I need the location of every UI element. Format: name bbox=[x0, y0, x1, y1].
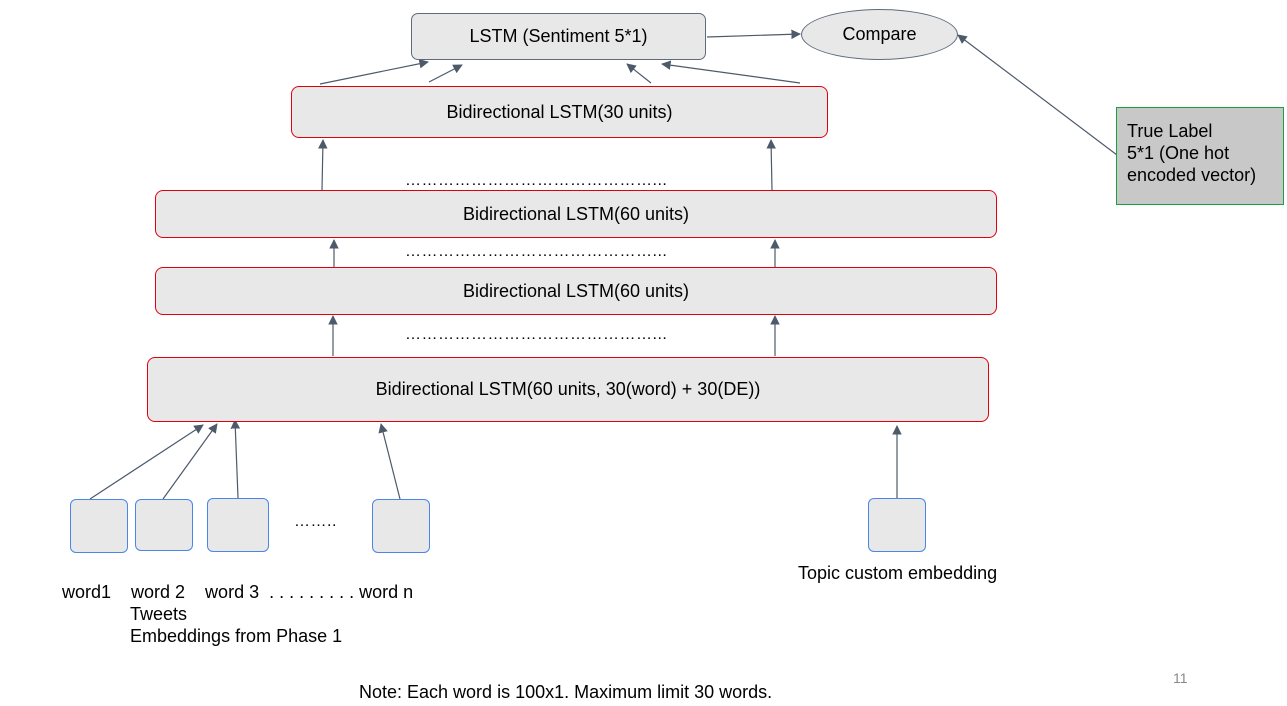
word3-embedding-box bbox=[207, 498, 269, 552]
arrow-word2 bbox=[162, 423, 218, 500]
note-text: Note: Each word is 100x1. Maximum limit … bbox=[359, 682, 773, 702]
embeddings-label: Embeddings from Phase 1 bbox=[130, 626, 343, 646]
bilstm-input-node: Bidirectional LSTM(60 units, 30(word) + … bbox=[147, 357, 989, 422]
arrow-word3 bbox=[230, 419, 241, 499]
bilstm-30-node: Bidirectional LSTM(30 units) bbox=[291, 86, 828, 138]
arrow-wordn bbox=[378, 423, 401, 500]
arrow-30-to-sentiment-2 bbox=[428, 64, 463, 83]
bilstm-60-a-label: Bidirectional LSTM(60 units) bbox=[462, 203, 690, 224]
dots-layer-2: ………………………………………... bbox=[405, 243, 668, 260]
bilstm-60-b-label: Bidirectional LSTM(60 units) bbox=[462, 280, 690, 301]
dots-layer-1: ………………………………………... bbox=[405, 172, 668, 189]
compare-label: Compare bbox=[842, 24, 917, 44]
wordn-embedding-box bbox=[372, 499, 430, 553]
arrow-30-to-sentiment-3 bbox=[626, 63, 652, 84]
true-label-box: True Label 5*1 (One hot encoded vector) bbox=[1116, 107, 1284, 205]
arrow-60a-to-30-right bbox=[766, 139, 776, 191]
compare-node: Compare bbox=[801, 9, 958, 60]
arrow-30-to-sentiment-4 bbox=[661, 60, 801, 84]
bilstm-60-a-node: Bidirectional LSTM(60 units) bbox=[155, 190, 997, 238]
true-label-line-3: encoded vector) bbox=[1127, 165, 1257, 185]
word-labels: word1 word 2 word 3 . . . . . . . . . wo… bbox=[62, 582, 414, 602]
word2-embedding-box bbox=[135, 499, 193, 551]
dots-inputs: …….. bbox=[294, 513, 337, 530]
true-label-line-1: True Label bbox=[1127, 121, 1213, 141]
page-number: 11 bbox=[1173, 670, 1188, 686]
tweets-label: Tweets bbox=[130, 604, 188, 624]
true-label-line-2: 5*1 (One hot bbox=[1127, 143, 1230, 163]
arrow-30-to-sentiment-1 bbox=[319, 59, 429, 85]
lstm-sentiment-node: LSTM (Sentiment 5*1) bbox=[411, 13, 706, 60]
arrow-60a-to-30-left bbox=[318, 139, 328, 191]
arrow-sentiment-to-compare bbox=[706, 29, 801, 40]
dots-layer-3: ………………………………………... bbox=[405, 326, 668, 343]
lstm-sentiment-label: LSTM (Sentiment 5*1) bbox=[469, 26, 648, 46]
word1-embedding-box bbox=[70, 499, 128, 553]
topic-label: Topic custom embedding bbox=[798, 563, 998, 583]
arrow-word1 bbox=[89, 424, 204, 500]
topic-embedding-box bbox=[868, 498, 926, 552]
bilstm-input-label: Bidirectional LSTM(60 units, 30(word) + … bbox=[375, 379, 761, 399]
bilstm-60-b-node: Bidirectional LSTM(60 units) bbox=[155, 267, 997, 315]
bilstm-30-label: Bidirectional LSTM(30 units) bbox=[446, 101, 673, 122]
arrow-truelabel-to-compare bbox=[957, 34, 1118, 156]
